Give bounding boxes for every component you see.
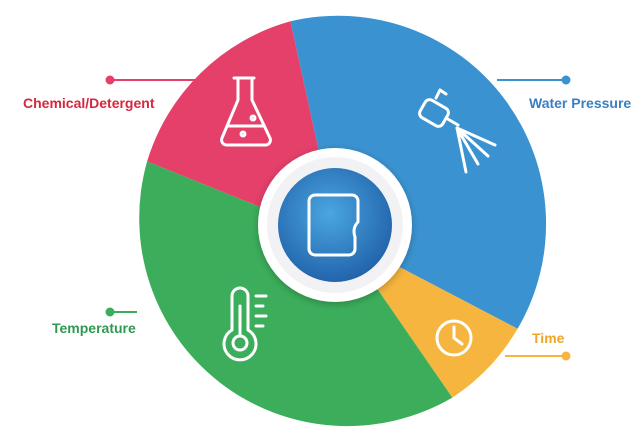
label-water-pressure: Water Pressure	[529, 95, 631, 111]
segment-time	[352, 247, 518, 398]
thermometer-icon	[222, 286, 268, 362]
connector-temperature	[105, 307, 137, 317]
label-time: Time	[532, 330, 565, 346]
clock-icon	[435, 319, 473, 357]
segment-water-pressure	[290, 15, 547, 329]
surface-square-icon	[307, 193, 360, 257]
center-disc	[278, 168, 392, 282]
spray-nozzle-icon	[418, 88, 497, 174]
flask-icon	[220, 76, 272, 147]
segment-temperature	[139, 161, 453, 427]
connector-time	[505, 351, 571, 361]
label-chemical-detergent: Chemical/Detergent	[23, 95, 155, 111]
connector-water-pressure	[497, 75, 571, 85]
label-temperature: Temperature	[52, 320, 136, 336]
connector-chemical-detergent	[105, 75, 197, 85]
